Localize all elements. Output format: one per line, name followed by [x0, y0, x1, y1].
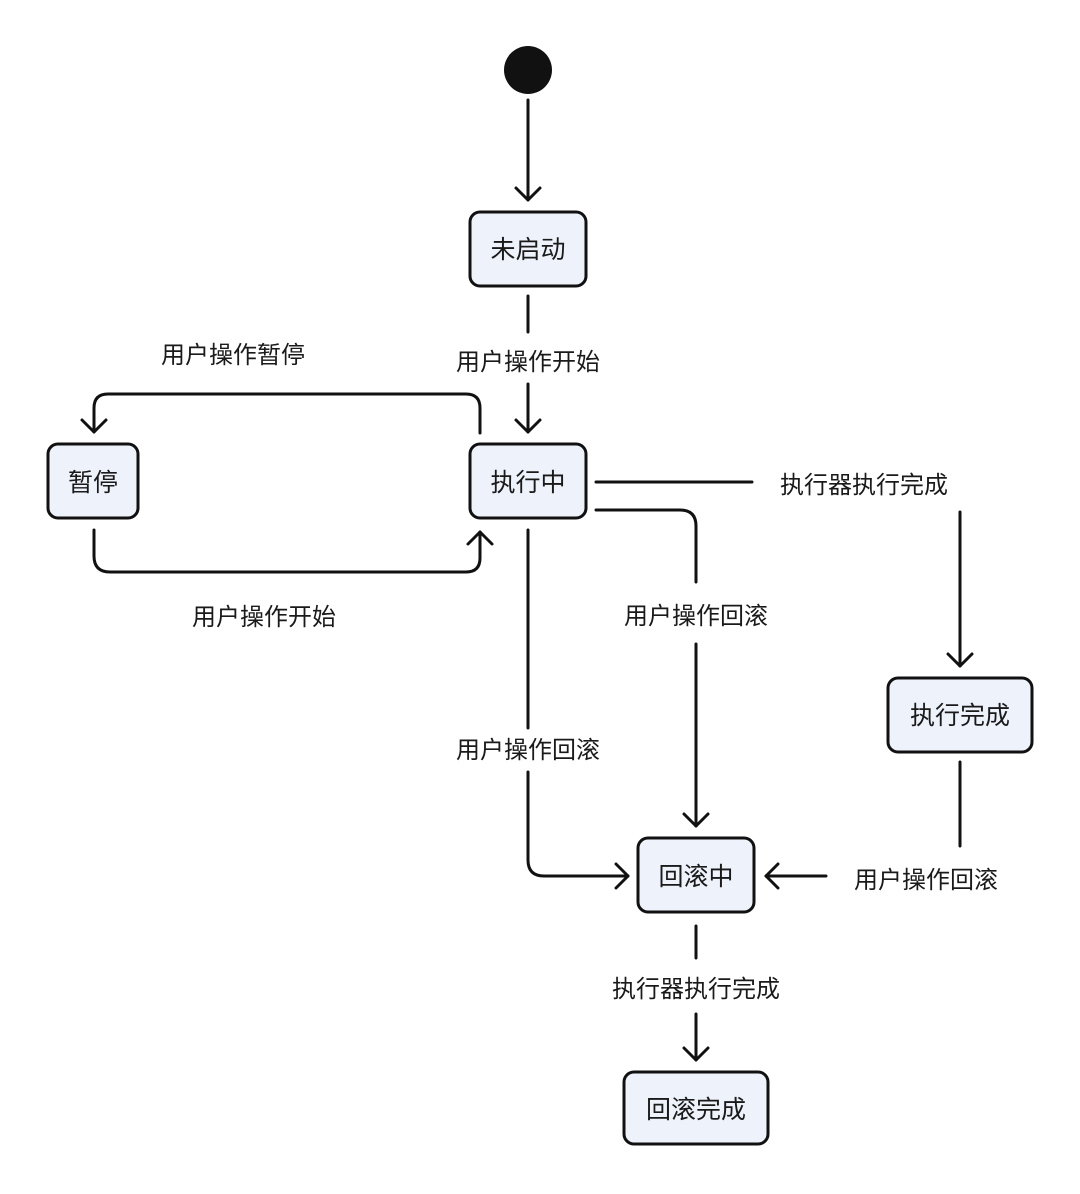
- arrowhead-icon: [80, 418, 108, 434]
- edge-executing-to-paused: [92, 392, 482, 435]
- arrowhead-icon: [514, 186, 542, 202]
- initial-state-dot: [504, 46, 552, 94]
- arrowhead-icon: [764, 862, 780, 890]
- state-rolling-back: 回滚中: [636, 836, 756, 914]
- state-exec-complete: 执行完成: [886, 676, 1034, 754]
- label-resume: 用户操作开始: [192, 603, 336, 631]
- state-label: 未启动: [490, 235, 565, 264]
- label-rollback-done: 执行器执行完成: [612, 975, 780, 1003]
- arrowhead-icon: [614, 862, 630, 890]
- label-pause: 用户操作暂停: [161, 341, 305, 369]
- edge-executing-to-exec-complete: [594, 480, 962, 668]
- state-label: 执行完成: [910, 701, 1010, 730]
- edge-exec-complete-to-rolling-back: [764, 760, 962, 878]
- arrowhead-icon: [946, 652, 974, 668]
- arrowhead-icon: [682, 812, 710, 828]
- state-paused: 暂停: [46, 442, 140, 520]
- edge-executing-to-rolling-back-left: [526, 528, 630, 878]
- arrowhead-icon: [514, 418, 542, 434]
- state-rollback-complete: 回滚完成: [622, 1070, 770, 1146]
- state-label: 回滚完成: [646, 1095, 746, 1124]
- edge-paused-to-executing: [92, 528, 482, 574]
- label-rollback-from-complete: 用户操作回滚: [854, 866, 998, 894]
- state-executing: 执行中: [468, 442, 588, 520]
- label-rollback-left: 用户操作回滚: [456, 736, 600, 764]
- label-exec-complete: 执行器执行完成: [780, 471, 948, 499]
- edge-executing-to-rolling-back-right: [594, 508, 698, 828]
- state-not-started: 未启动: [468, 210, 588, 288]
- label-start: 用户操作开始: [456, 348, 600, 376]
- arrowhead-icon: [466, 530, 494, 546]
- state-label: 执行中: [490, 468, 565, 497]
- state-label: 回滚中: [658, 862, 733, 891]
- arrowhead-icon: [682, 1046, 710, 1062]
- state-label: 暂停: [68, 468, 118, 497]
- label-rollback-right: 用户操作回滚: [624, 602, 768, 630]
